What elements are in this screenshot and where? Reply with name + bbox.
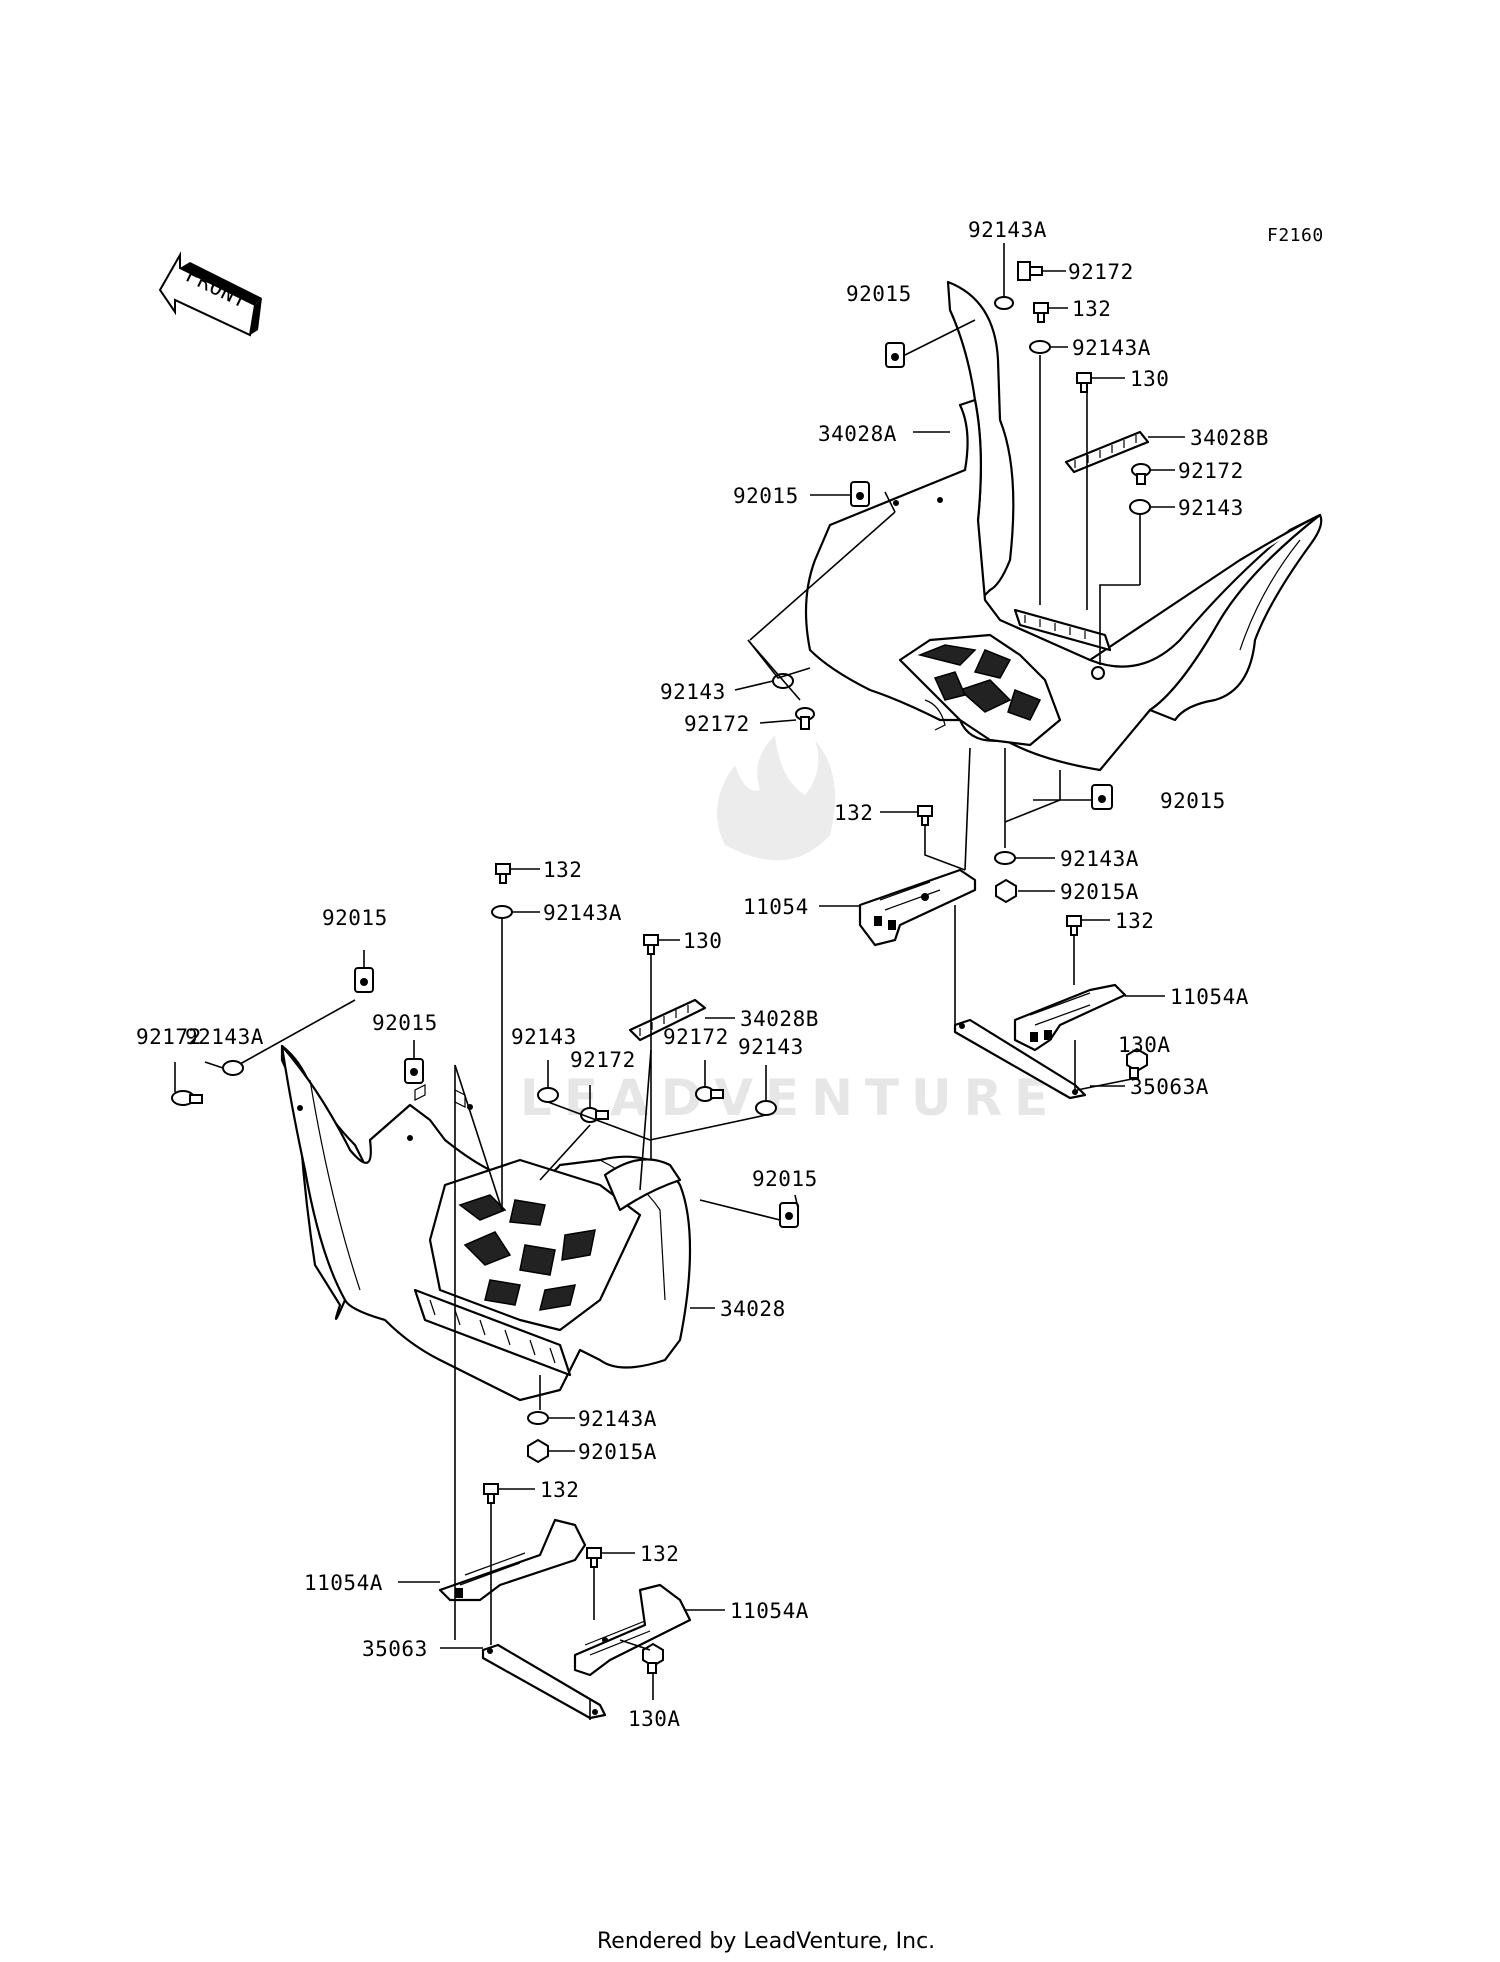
- callout: 92015: [322, 906, 388, 930]
- callout: 11054A: [1170, 985, 1249, 1009]
- callout: 92143: [511, 1025, 577, 1049]
- callout: 132: [1072, 297, 1111, 321]
- callout: 92172: [570, 1048, 636, 1072]
- callout: 35063A: [1130, 1075, 1209, 1099]
- callout: 34028B: [740, 1007, 819, 1031]
- footrest-bracket-11054A-left: [438, 1518, 587, 1602]
- callout: 92143: [660, 680, 726, 704]
- callout: 92172: [136, 1025, 202, 1049]
- footrest-bracket-11054: [858, 868, 977, 947]
- callout: 92015: [1160, 789, 1226, 813]
- callout: 132: [640, 1542, 679, 1566]
- footrest-bracket-11054A-right: [573, 1583, 692, 1677]
- callout: 132: [1115, 909, 1154, 933]
- callout: 34028B: [1190, 426, 1269, 450]
- callout: 92172: [1068, 260, 1134, 284]
- callout: 92172: [684, 712, 750, 736]
- callout: 34028A: [818, 422, 897, 446]
- callout: 92015: [846, 282, 912, 306]
- callout: 11054A: [304, 1571, 383, 1595]
- callout: 92015A: [578, 1440, 657, 1464]
- leader-lines: [174, 243, 1185, 1720]
- front-arrow-icon: FRONT: [158, 251, 262, 337]
- callout: 92172: [663, 1025, 729, 1049]
- callout: 35063: [362, 1637, 428, 1661]
- callout: 92015A: [1060, 880, 1139, 904]
- footrest-bracket-11054A-upper: [1013, 983, 1127, 1052]
- callout: 92015: [752, 1167, 818, 1191]
- callout: 11054: [743, 895, 809, 919]
- floorboard-right-34028A: [804, 280, 1323, 772]
- callout: 132: [540, 1478, 579, 1502]
- callout: 132: [834, 801, 873, 825]
- floorboard-left-34028: [280, 1044, 692, 1402]
- callout: 130A: [628, 1707, 681, 1731]
- callout: 92015: [733, 484, 799, 508]
- stay-35063: [481, 1643, 607, 1720]
- callout-labels: 92143A 92172 92015 132 92143A 130 34028A…: [136, 218, 1269, 1731]
- callout: 92143A: [968, 218, 1047, 242]
- stay-35063A: [953, 1018, 1087, 1100]
- callout: 92172: [1178, 459, 1244, 483]
- callout: 130: [683, 929, 722, 953]
- callout: 92143A: [543, 901, 622, 925]
- callout: 34028: [720, 1297, 786, 1321]
- callout: 130: [1130, 367, 1169, 391]
- callout: 92143A: [578, 1407, 657, 1431]
- callout: 92143A: [1060, 847, 1139, 871]
- callout: 130A: [1118, 1033, 1171, 1057]
- callout: 11054A: [730, 1599, 809, 1623]
- figure-code: F2160: [1267, 225, 1324, 246]
- callout: 92143: [738, 1035, 804, 1059]
- callout: 92143A: [185, 1025, 264, 1049]
- callout: 132: [543, 858, 582, 882]
- footer-credit: Rendered by LeadVenture, Inc.: [597, 1929, 935, 1954]
- callout: 92143: [1178, 496, 1244, 520]
- callout: 92015: [372, 1011, 438, 1035]
- callout: 92143A: [1072, 336, 1151, 360]
